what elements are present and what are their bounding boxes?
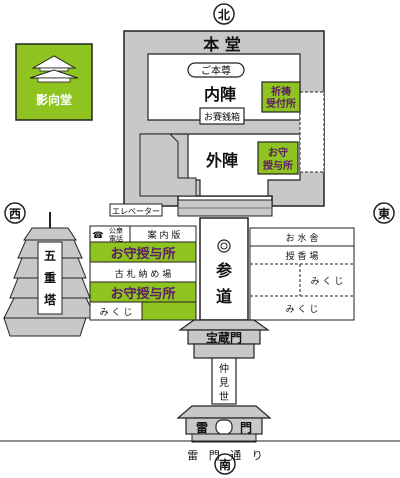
omamori-stall-1[interactable] — [89, 241, 197, 263]
nakamise-label-2: 見 — [219, 377, 229, 389]
nakamise-label-3: 世 — [219, 391, 229, 403]
saisenbako-label: お賽銭箱 — [204, 111, 240, 123]
kito-reception[interactable] — [261, 81, 301, 113]
omamori-hondo-label-1: お守 — [268, 146, 288, 159]
mikuji-right-2-label[interactable]: み く じ — [286, 304, 319, 315]
omamori-stall-2-label: お守授与所 — [110, 286, 175, 302]
public-phone[interactable]: ☎ 公衆 電話 — [92, 226, 123, 243]
kaminarimon-label-right: 門 — [240, 421, 252, 435]
okoba-label[interactable]: 授 香 場 — [286, 250, 319, 262]
hondo-label: 本 堂 — [203, 35, 241, 54]
phone-icon: ☎ — [92, 231, 103, 241]
pagoda-label-3: 塔 — [44, 292, 57, 307]
kito-label-2: 受付所 — [266, 97, 296, 110]
hozomon-label: 宝蔵門 — [206, 330, 242, 345]
kaminarimon-label-left: 雷 — [196, 421, 208, 435]
pagoda-icon — [3, 212, 97, 337]
honzon-label: ご本尊 — [201, 64, 231, 77]
compass-north: 北 — [213, 3, 235, 25]
kaminarimon-gate[interactable]: 雷 門 — [176, 405, 272, 443]
nakamise-street[interactable]: 仲 見 世 — [211, 357, 237, 405]
naijin-label: 内陣 — [204, 85, 236, 104]
sando-path[interactable]: 参 道 — [199, 217, 249, 321]
elevator-box[interactable] — [109, 203, 163, 217]
pagoda-label-2: 重 — [44, 270, 56, 285]
phone-label-1: 公衆 — [109, 226, 123, 235]
omamori-hondo-label-2: 授与所 — [263, 159, 293, 172]
omamori-stall-1-label: お守授与所 — [110, 246, 175, 262]
sando-label-1: 参 — [216, 261, 233, 280]
temple-roof-icon — [29, 55, 79, 83]
hondo-building[interactable]: 本 堂 ご本尊 内陣 お賽銭箱 祈祷 受付所 外陣 お守 授与所 — [123, 30, 325, 217]
kofuda-label: 古 札 納 め 場 — [115, 268, 171, 280]
nakamise-label-1: 仲 — [219, 362, 229, 375]
compass-north-label: 北 — [218, 7, 230, 22]
compass-south: 南 — [214, 453, 236, 475]
compass-south-label: 南 — [219, 457, 231, 472]
yogodo-label: 影向堂 — [36, 92, 72, 107]
kito-label-1: 祈祷 — [271, 85, 291, 98]
phone-label-2: 電話 — [109, 234, 123, 243]
sando-label-2: 道 — [216, 287, 232, 306]
omizuya-label[interactable]: お 水 舎 — [286, 232, 319, 244]
right-stalls: お 水 舎 授 香 場 み く じ み く じ — [249, 227, 355, 321]
left-stalls: ☎ 公衆 電話 案 内 版 お守授与所 古 札 納 め 場 お守授与所 み く … — [89, 225, 197, 321]
compass-west-label: 西 — [9, 207, 21, 221]
omamori-hondo[interactable] — [257, 141, 299, 175]
gaijin-label: 外陣 — [205, 151, 238, 170]
compass-east: 東 — [373, 202, 395, 224]
lantern-icon — [215, 419, 233, 435]
info-board-label: 案 内 版 — [148, 229, 181, 241]
elevator-label: エレベーター — [112, 207, 160, 216]
pagoda-building[interactable]: 五 重 塔 — [3, 212, 97, 337]
compass-east-label: 東 — [378, 206, 390, 221]
hozomon-gate[interactable]: 宝蔵門 — [178, 319, 270, 359]
saisenbako-box — [199, 107, 245, 125]
mikuji-left-label: み く じ — [100, 307, 133, 318]
mikuji-right-1-label[interactable]: み く じ — [311, 276, 344, 287]
honzon-frame — [187, 62, 245, 78]
compass-west: 西 — [4, 202, 26, 224]
street-label: 雷 門 通 り — [187, 449, 262, 462]
pagoda-label-1: 五 — [44, 249, 56, 263]
yogodo-building[interactable]: 影向堂 — [15, 43, 93, 121]
